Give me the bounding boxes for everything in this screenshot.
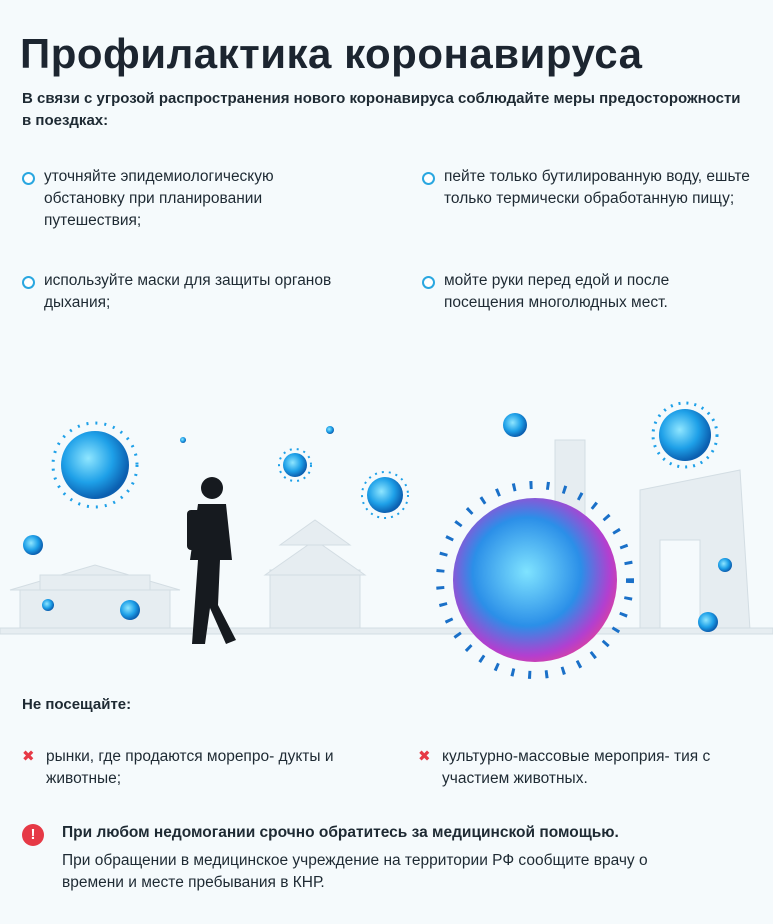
alert-heading: При любом недомогании срочно обратитесь …: [62, 824, 619, 841]
dont-text: рынки, где продаются морепро- дукты и жи…: [46, 748, 334, 787]
lead-text: В связи с угрозой распространения нового…: [22, 90, 741, 129]
dont-item: ✖ культурно-массовые мероприя- тия с уча…: [418, 746, 758, 790]
tip-item: используйте маски для защиты органов дых…: [22, 270, 352, 314]
circle-bullet-icon: [422, 276, 435, 289]
tip-item: мойте руки перед едой и после посещения …: [422, 270, 752, 314]
cross-icon: ✖: [418, 748, 431, 765]
dont-text: культурно-массовые мероприя- тия с участ…: [442, 748, 711, 787]
circle-bullet-icon: [422, 172, 435, 185]
particles: [23, 413, 732, 632]
circle-bullet-icon: [22, 172, 35, 185]
alert-text: При обращении в медицинское учреждение н…: [62, 852, 648, 891]
virus-icon: [278, 448, 312, 482]
exclamation-icon: !: [22, 824, 44, 846]
virus-icon: [436, 481, 634, 679]
virus-icon: [51, 421, 139, 509]
page-title: Профилактика коронавируса: [20, 30, 643, 78]
tip-item: уточняйте эпидемиологическую обстановку …: [22, 166, 352, 232]
circle-bullet-icon: [22, 276, 35, 289]
tip-text: мойте руки перед едой и после посещения …: [444, 272, 670, 311]
illustration: [0, 401, 773, 679]
cross-icon: ✖: [22, 748, 35, 765]
virus-icon: [651, 401, 719, 469]
dont-visit-title: Не посещайте:: [22, 696, 132, 713]
tip-text: пейте только бутилированную воду, ешьте …: [444, 168, 750, 207]
virus-icon: [361, 471, 409, 519]
tip-item: пейте только бутилированную воду, ешьте …: [422, 166, 752, 210]
tip-text: используйте маски для защиты органов дых…: [44, 272, 332, 311]
city-skyline: [0, 439, 773, 635]
dont-item: ✖ рынки, где продаются морепро- дукты и …: [22, 746, 362, 790]
tip-text: уточняйте эпидемиологическую обстановку …: [44, 168, 274, 229]
traveler-silhouette: [187, 477, 236, 644]
